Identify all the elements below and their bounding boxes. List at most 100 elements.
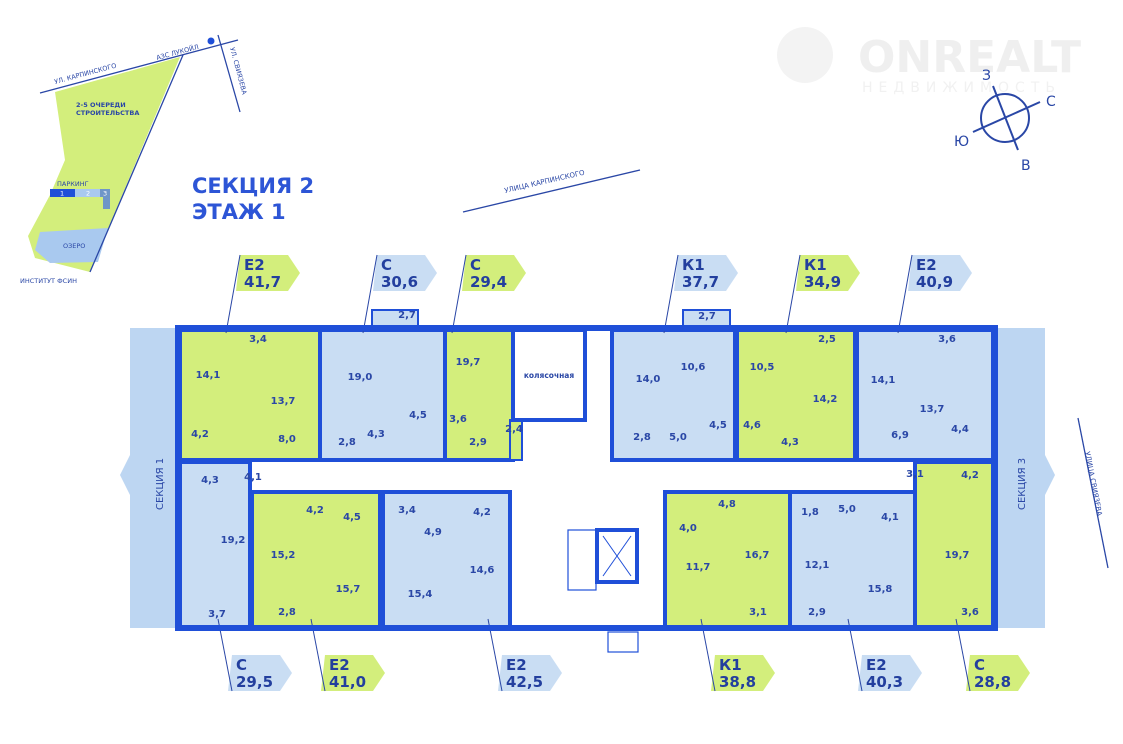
room-area: 4,4 <box>951 424 969 435</box>
room-area: 10,5 <box>750 362 775 373</box>
section-1-strip: СЕКЦИЯ 1 <box>120 328 178 628</box>
room-area: 19,0 <box>348 372 373 383</box>
room-area: 4,9 <box>424 527 442 538</box>
apartment-label-flag <box>858 655 922 691</box>
apartment-type: К1 <box>804 256 827 274</box>
room-area: 3,1 <box>749 607 767 618</box>
room-area: 4,2 <box>961 470 979 481</box>
apartment-total-area: 40,3 <box>866 673 903 691</box>
room-area: 15,4 <box>408 589 433 600</box>
room-area: 2,7 <box>698 311 716 322</box>
apartment-type: Е2 <box>329 656 350 674</box>
room-area: 4,2 <box>191 429 209 440</box>
label-leader-line <box>897 254 913 334</box>
apartment-area <box>788 490 917 630</box>
room-area: 19,7 <box>456 357 481 368</box>
room-area: 4,2 <box>306 505 324 516</box>
room-area: 2,7 <box>398 310 416 321</box>
apartment-total-area: 30,6 <box>381 273 418 291</box>
apartment-type: С <box>974 656 985 674</box>
room-area: 14,1 <box>871 375 896 386</box>
room-area: 4,5 <box>409 410 427 421</box>
room-area: 3,7 <box>208 609 226 620</box>
watermark-brand: ONREALT <box>858 32 1081 83</box>
room-area: 5,0 <box>838 504 856 515</box>
room-area: 2,9 <box>808 607 826 618</box>
site-map: УЛ. КАРПИНСКОГО АЗС ЛУКОЙЛ УЛ. СВИЯЗЕВА … <box>20 34 249 285</box>
apartment-label-flag <box>711 655 775 691</box>
street-karpinskogo: УЛИЦА КАРПИНСКОГО <box>504 169 586 195</box>
label-leader-line <box>451 254 467 334</box>
room-area: 19,7 <box>945 550 970 561</box>
stroller-room-label: колясочная <box>524 371 575 380</box>
room-area: 3,4 <box>398 505 416 516</box>
apartment-type: С <box>470 256 481 274</box>
apartment-label-flag <box>966 655 1030 691</box>
watermark-sub: НЕДВИЖИМОСТЬ <box>862 80 1061 96</box>
room-area: 4,8 <box>718 499 736 510</box>
apartment-total-area: 37,7 <box>682 273 719 291</box>
watermark: ONREALT НЕДВИЖИМОСТЬ <box>777 27 1081 96</box>
apartment-area <box>381 490 512 630</box>
room-area: 14,0 <box>636 374 661 385</box>
parking-section-2: 2 <box>86 190 90 198</box>
floor-title: ЭТАЖ 1 <box>192 200 286 224</box>
room-area: 19,2 <box>221 535 246 546</box>
apartment-total-area: 34,9 <box>804 273 841 291</box>
apartment-type: С <box>236 656 247 674</box>
section-title: СЕКЦИЯ 2 <box>192 174 314 198</box>
apartment-label-flag <box>462 255 526 291</box>
street-sviyazeva-line <box>1077 417 1109 569</box>
section-3-strip: СЕКЦИЯ 3 <box>995 328 1055 628</box>
room-area: 2,8 <box>633 432 651 443</box>
room-area: 2,5 <box>818 334 836 345</box>
room-area: 13,7 <box>271 396 296 407</box>
apartment-type: С <box>381 256 392 274</box>
room-area: 4,1 <box>244 472 262 483</box>
room-area: 3,6 <box>938 334 956 345</box>
room-area: 6,9 <box>891 430 909 441</box>
room-area: 14,1 <box>196 370 221 381</box>
map-phases-2: СТРОИТЕЛЬСТВА <box>76 109 139 117</box>
map-phases-1: 2-5 ОЧЕРЕДИ <box>76 101 126 109</box>
label-leader-line <box>225 254 241 334</box>
map-institute: ИНСТИТУТ ФСИН <box>20 277 77 285</box>
parking-section-3: 3 <box>103 190 107 198</box>
staircase <box>567 528 639 653</box>
label-leader-line <box>785 254 801 334</box>
apartment-area <box>178 328 322 462</box>
section-1-label: СЕКЦИЯ 1 <box>155 458 166 510</box>
apartment-type: Е2 <box>916 256 937 274</box>
room-area: 3,6 <box>449 414 467 425</box>
room-area: 16,7 <box>745 550 770 561</box>
room-area: 15,7 <box>336 584 361 595</box>
apartment-label-flag <box>908 255 972 291</box>
room-area: 4,3 <box>367 429 385 440</box>
room-area: 2,8 <box>278 607 296 618</box>
apartment-area <box>913 460 995 630</box>
apartment-label-flag <box>321 655 385 691</box>
room-area: 4,3 <box>201 475 219 486</box>
room-area: 4,6 <box>743 420 761 431</box>
building-outline <box>175 325 998 631</box>
street-sviyazeva: УЛИЦА СВИЯЗЕВА <box>1083 451 1103 517</box>
room-area: 15,8 <box>868 584 893 595</box>
room-area: 2,9 <box>469 437 487 448</box>
compass-east: В <box>1021 158 1031 174</box>
room-area: 14,6 <box>470 565 495 576</box>
apartment-type: Е2 <box>866 656 887 674</box>
apartment-area <box>663 490 792 630</box>
apartment-total-area: 28,8 <box>974 673 1011 691</box>
room-area: 10,6 <box>681 362 706 373</box>
